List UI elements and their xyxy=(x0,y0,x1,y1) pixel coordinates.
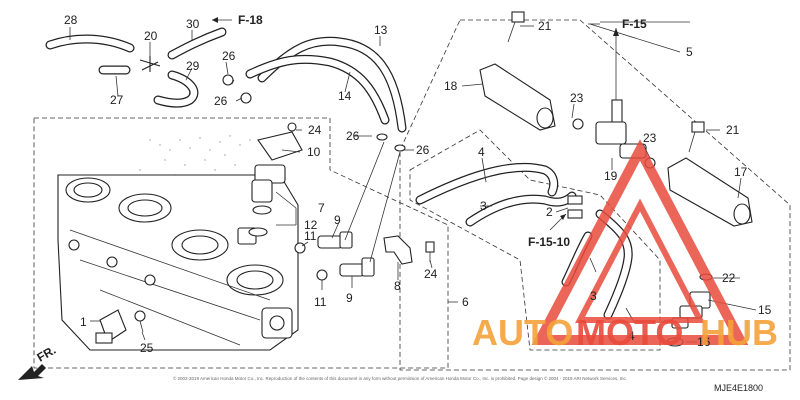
callout-9-b: 9 xyxy=(346,291,353,305)
front-marker: FR. xyxy=(35,343,59,365)
stipple-shading xyxy=(139,135,251,181)
bolt-21-lower[interactable] xyxy=(688,121,705,153)
callout-16: 16 xyxy=(697,335,711,349)
hose-3-lower[interactable] xyxy=(595,209,633,320)
callout-19: 19 xyxy=(604,169,618,183)
callout-29: 29 xyxy=(186,59,200,73)
hose-13[interactable] xyxy=(257,36,407,133)
callout-14: 14 xyxy=(338,89,352,103)
callout-26-a: 26 xyxy=(222,49,236,63)
callout-28: 28 xyxy=(64,13,78,27)
callout-22: 22 xyxy=(722,271,736,285)
hose-29[interactable] xyxy=(153,70,199,108)
assembly-boundary-injectors xyxy=(399,19,791,371)
callout-27: 27 xyxy=(110,93,124,107)
hose-14[interactable] xyxy=(245,54,390,125)
callout-5: 5 xyxy=(686,45,693,59)
watermark-text: AUTO MOTO HUB xyxy=(472,312,778,353)
assembly-boundary-throttle-body xyxy=(33,117,449,369)
ref-f15: F-15 xyxy=(622,17,647,31)
injector-9-lower[interactable] xyxy=(316,257,375,281)
callout-11-a: 11 xyxy=(304,229,317,243)
clip-26-a[interactable] xyxy=(222,74,234,86)
arrow-f1510 xyxy=(549,213,567,231)
callout-7: 7 xyxy=(318,201,325,215)
callout-3-b: 3 xyxy=(590,289,597,303)
callout-4-a: 4 xyxy=(478,145,485,159)
callout-9-a: 9 xyxy=(334,213,341,227)
bolt-21-upper[interactable] xyxy=(507,11,525,43)
callout-24-a: 24 xyxy=(308,123,322,137)
callout-8: 8 xyxy=(394,279,401,293)
joint-20[interactable] xyxy=(139,56,161,72)
leader-lines xyxy=(69,21,757,343)
watermark-logo xyxy=(531,139,749,345)
fuel-rail-18[interactable] xyxy=(479,63,584,131)
hose-3-upper[interactable] xyxy=(465,191,577,227)
watermark-part-3: HUB xyxy=(700,312,778,353)
callout-21-b: 21 xyxy=(726,123,740,137)
diagram-code: MJE4E1800 xyxy=(714,383,764,393)
watermark-part-2: MOTO xyxy=(576,312,683,353)
callout-21-a: 21 xyxy=(538,19,552,33)
callout-17: 17 xyxy=(734,165,748,179)
clip-26-b[interactable] xyxy=(240,92,252,104)
bracket-8[interactable] xyxy=(383,235,413,265)
clip-26-d[interactable] xyxy=(394,144,406,152)
assembly-boundary-hoses xyxy=(409,129,661,351)
callout-23-a: 23 xyxy=(570,91,584,105)
joint-2[interactable] xyxy=(567,195,583,219)
callout-13: 13 xyxy=(374,23,388,37)
front-arrow-icon xyxy=(18,364,46,380)
callout-15: 15 xyxy=(758,303,772,317)
callout-26-d: 26 xyxy=(416,143,430,157)
hose-4-upper[interactable] xyxy=(415,162,559,205)
callout-26-b: 26 xyxy=(214,94,228,108)
callout-25: 25 xyxy=(140,341,154,355)
ref-f18: F-18 xyxy=(238,13,263,27)
callout-11-b: 11 xyxy=(314,295,327,309)
bolt-25[interactable] xyxy=(134,310,146,333)
guide-line xyxy=(344,141,401,263)
bolt-24[interactable] xyxy=(425,241,435,262)
callout-24-b: 24 xyxy=(424,267,438,281)
ref-f1510: F-15-10 xyxy=(528,235,570,249)
callout-10: 10 xyxy=(307,145,321,159)
hose-28[interactable] xyxy=(45,34,135,53)
callout-30: 30 xyxy=(186,17,200,31)
clip-26-c[interactable] xyxy=(376,133,388,141)
callout-23-b: 23 xyxy=(643,131,657,145)
callout-20: 20 xyxy=(144,29,158,43)
callout-1: 1 xyxy=(80,315,87,329)
callout-4-b: 4 xyxy=(628,329,635,343)
hose-30[interactable] xyxy=(167,27,227,60)
callout-12: 12 xyxy=(304,218,318,232)
callout-18: 18 xyxy=(444,79,458,93)
throttle-body[interactable] xyxy=(57,174,299,351)
callout-3-a: 3 xyxy=(480,199,487,213)
arrow-f15 xyxy=(613,28,619,100)
callout-6: 6 xyxy=(462,295,469,309)
fuel-rail-17[interactable] xyxy=(667,157,753,227)
throttle-position-sensor[interactable] xyxy=(248,122,303,237)
watermark-part-1: AUTO xyxy=(472,312,573,353)
copyright-notice: © 2002-2019 American Honda Motor Co., In… xyxy=(172,376,628,381)
map-sensor[interactable] xyxy=(95,309,127,344)
callout-2: 2 xyxy=(546,205,553,219)
arrow-f18 xyxy=(212,17,232,23)
callout-26-c: 26 xyxy=(346,129,360,143)
